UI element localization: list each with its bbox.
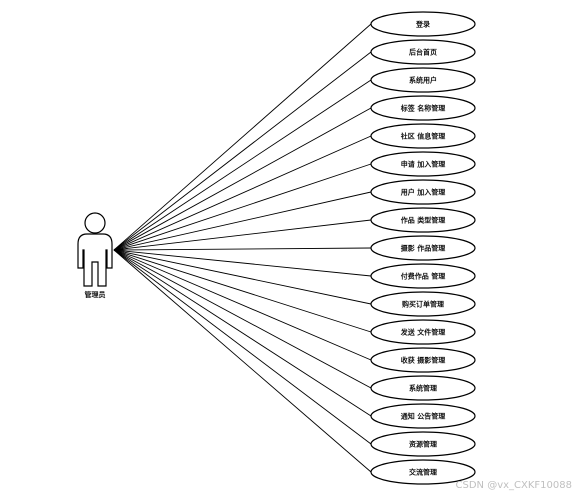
use-case-label: 收获 摄影管理: [401, 356, 445, 365]
use-case: 用户 加入管理: [370, 179, 476, 205]
association-line: [113, 135, 372, 251]
use-case-label: 社区 信息管理: [400, 132, 445, 141]
use-case: 摄影 作品管理: [370, 235, 476, 261]
use-case-label: 资源管理: [409, 440, 437, 449]
use-case-ellipse: [370, 39, 476, 65]
watermark: CSDN @vx_CXKF10088: [456, 480, 572, 491]
use-case-label: 申请 加入管理: [401, 160, 445, 169]
use-case-ellipse: [370, 347, 476, 373]
use-case-ellipse: [370, 431, 476, 457]
use-case-label: 作品 类型管理: [401, 216, 445, 225]
association-line: [113, 249, 372, 417]
association-line: [113, 249, 372, 361]
use-case: 收获 摄影管理: [370, 347, 476, 373]
use-case: 登录: [370, 11, 476, 37]
use-case-label: 系统用户: [409, 76, 437, 85]
use-case-ellipse: [370, 235, 476, 261]
association-lines: [113, 23, 372, 473]
use-case-ellipse: [370, 403, 476, 429]
association-line: [113, 191, 372, 251]
use-case-label: 摄影 作品管理: [401, 244, 445, 253]
association-line: [113, 107, 372, 251]
association-line: [113, 23, 372, 251]
use-case: 系统管理: [370, 375, 476, 401]
use-case: 后台首页: [370, 39, 476, 65]
association-line: [113, 249, 372, 277]
association-line: [113, 51, 372, 251]
association-line: [113, 163, 372, 251]
use-case-label: 用户 加入管理: [401, 188, 445, 197]
association-line: [113, 249, 372, 333]
association-line: [113, 249, 372, 473]
use-case-label: 发送 文件管理: [400, 328, 445, 337]
use-case-ellipse: [370, 263, 476, 289]
use-case-ellipse: [370, 95, 476, 121]
actor-body: [77, 233, 113, 287]
use-case-label: 购买订单管理: [402, 300, 444, 309]
use-case: 作品 类型管理: [370, 207, 476, 233]
association-line: [113, 249, 372, 305]
actor-label: 管理员: [85, 290, 106, 299]
association-line: [113, 219, 372, 251]
use-case-ellipse: [370, 375, 476, 401]
actor: 管理员: [77, 212, 113, 299]
use-case-ellipse: [370, 179, 476, 205]
use-case: 标签 名称管理: [370, 95, 476, 121]
use-case-ellipse: [370, 123, 476, 149]
use-case: 发送 文件管理: [370, 319, 476, 345]
association-line: [113, 249, 372, 445]
use-case-ellipse: [370, 207, 476, 233]
use-case: 申请 加入管理: [370, 151, 476, 177]
use-case: 付费作品 管理: [370, 263, 476, 289]
use-case-label: 系统管理: [409, 384, 437, 393]
use-case: 社区 信息管理: [370, 123, 476, 149]
use-case: 资源管理: [370, 431, 476, 457]
use-case-label: 登录: [415, 20, 430, 29]
use-case-label: 后台首页: [409, 48, 437, 57]
use-case-ellipse: [370, 67, 476, 93]
use-case-label: 标签 名称管理: [400, 104, 445, 113]
use-case: 通知 公告管理: [370, 403, 476, 429]
use-case-label: 交流管理: [409, 468, 437, 477]
use-case-ellipse: [370, 459, 476, 485]
use-case-ellipse: [370, 11, 476, 37]
use-case-label: 通知 公告管理: [401, 412, 445, 421]
use-case: 系统用户: [370, 67, 476, 93]
use-case-ellipse: [370, 151, 476, 177]
use-case-ellipse: [370, 319, 476, 345]
use-case: 交流管理: [370, 459, 476, 485]
association-line: [113, 79, 372, 251]
use-case-label: 付费作品 管理: [401, 272, 445, 281]
association-line: [113, 247, 372, 251]
actor-head: [84, 212, 106, 234]
use-case-ellipse: [370, 291, 476, 317]
use-case: 购买订单管理: [370, 291, 476, 317]
association-line: [113, 249, 372, 389]
